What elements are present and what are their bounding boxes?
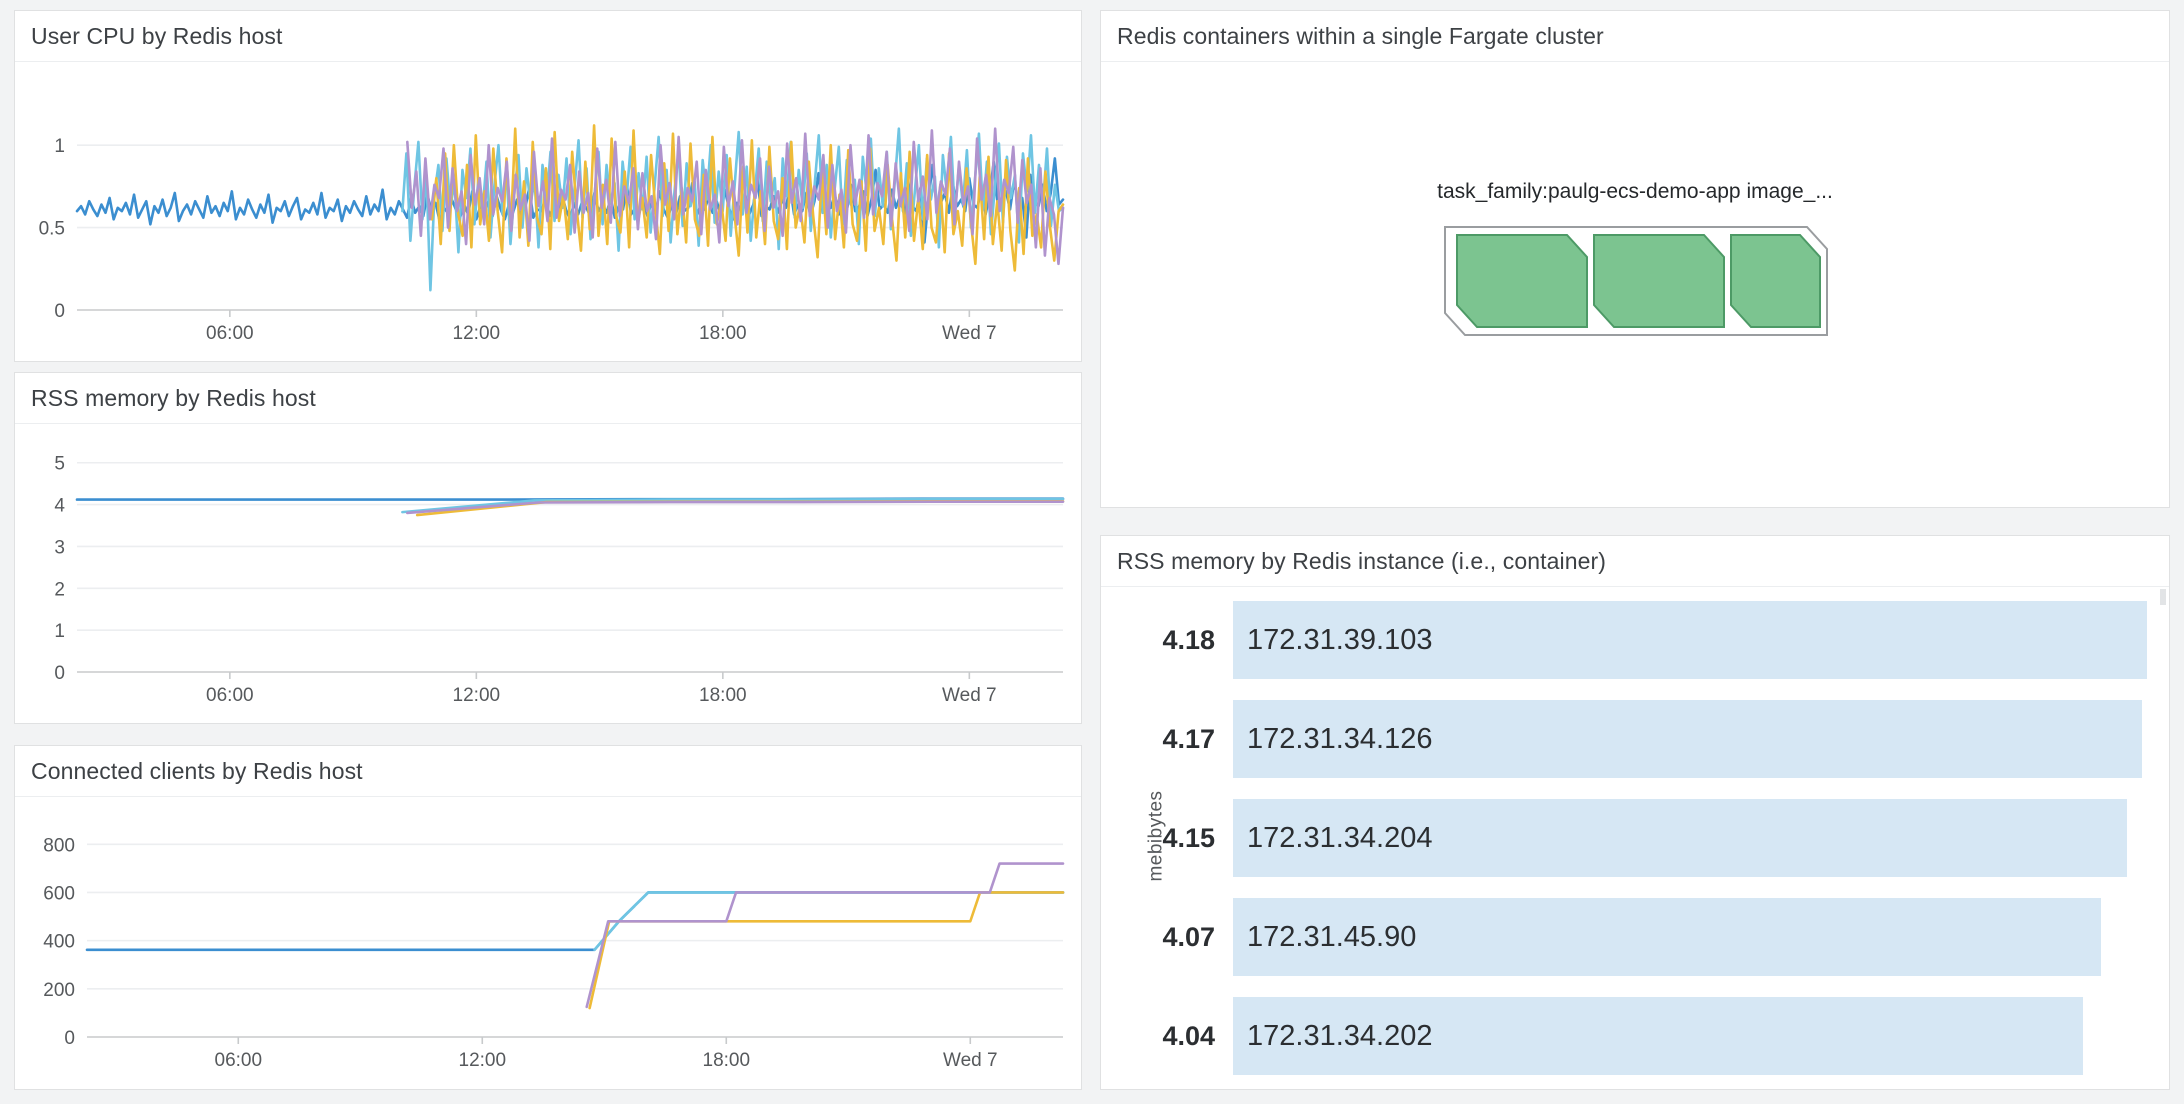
chart-body-connected-clients[interactable]: 0 200 400 600 800 06:00 12:00 18:00 Wed 7 bbox=[15, 797, 1081, 1089]
y-tick-label: 600 bbox=[43, 883, 75, 904]
y-tick-label: 0.5 bbox=[39, 219, 65, 240]
scrollbar-thumb[interactable] bbox=[2160, 589, 2166, 605]
y-tick-label: 400 bbox=[43, 932, 75, 953]
panel-title-rss-memory-instance: RSS memory by Redis instance (i.e., cont… bbox=[1101, 536, 2169, 587]
y-tick-label: 4 bbox=[54, 496, 65, 517]
barlist-value: 4.15 bbox=[1162, 822, 1215, 853]
y-tick-label: 800 bbox=[43, 835, 75, 856]
y-tick-label: 3 bbox=[54, 537, 65, 558]
panel-title-user-cpu: User CPU by Redis host bbox=[15, 11, 1081, 62]
panel-rss-memory-instance[interactable]: RSS memory by Redis instance (i.e., cont… bbox=[1100, 535, 2170, 1090]
barlist-value: 4.07 bbox=[1162, 921, 1215, 952]
y-tick-label: 1 bbox=[54, 621, 65, 642]
x-tick-label: 12:00 bbox=[453, 685, 501, 706]
hostmap-body[interactable]: task_family:paulg-ecs-demo-app image_... bbox=[1101, 62, 2169, 502]
x-tick-label: 12:00 bbox=[453, 323, 501, 344]
container-hexagons[interactable] bbox=[1435, 217, 1835, 347]
barlist-value: 4.04 bbox=[1162, 1020, 1215, 1051]
hostmap-group[interactable] bbox=[1435, 217, 1835, 352]
panel-rss-memory-host[interactable]: RSS memory by Redis host 0 1 2 3 4 5 06:00 12:0… bbox=[14, 372, 1082, 724]
panel-title-fargate-cluster: Redis containers within a single Fargate… bbox=[1101, 11, 2169, 62]
line-chart-connected-clients[interactable]: 0 200 400 600 800 06:00 12:00 18:00 Wed 7 bbox=[15, 797, 1081, 1089]
barlist-label: 172.31.34.126 bbox=[1247, 722, 1433, 755]
panel-fargate-cluster[interactable]: Redis containers within a single Fargate… bbox=[1100, 10, 2170, 508]
x-tick-label: 06:00 bbox=[206, 685, 254, 706]
y-tick-label: 0 bbox=[64, 1028, 75, 1049]
barlist-row[interactable]: 4.15 172.31.34.204 bbox=[1147, 799, 2147, 877]
barlist-bar[interactable]: 172.31.39.103 bbox=[1233, 601, 2147, 679]
barlist-track: 172.31.34.202 bbox=[1233, 997, 2147, 1075]
barlist-label: 172.31.34.202 bbox=[1247, 1019, 1433, 1052]
barlist-bar[interactable]: 172.31.34.126 bbox=[1233, 700, 2143, 778]
y-tick-label: 0 bbox=[54, 301, 65, 322]
panel-connected-clients[interactable]: Connected clients by Redis host 0 200 400 6… bbox=[14, 745, 1082, 1090]
series-line-4[interactable] bbox=[406, 500, 1065, 515]
hostmap-canvas[interactable]: task_family:paulg-ecs-demo-app image_... bbox=[1101, 62, 2169, 502]
series-line-2[interactable] bbox=[401, 497, 1065, 514]
barlist-row[interactable]: 4.04 172.31.34.202 bbox=[1147, 997, 2147, 1075]
container-hex-3[interactable] bbox=[1730, 234, 1821, 328]
barlist-track: 172.31.34.126 bbox=[1233, 700, 2147, 778]
x-tick-label: Wed 7 bbox=[942, 323, 997, 344]
barlist-value: 4.18 bbox=[1162, 624, 1215, 655]
series-line-3[interactable] bbox=[430, 124, 1065, 272]
line-chart-user-cpu[interactable]: 0 0.5 1 06:00 12:00 18:00 Wed 7 bbox=[15, 62, 1081, 362]
barlist-track: 172.31.34.204 bbox=[1233, 799, 2147, 877]
series-line-4[interactable] bbox=[406, 127, 1065, 266]
y-tick-label: 5 bbox=[54, 454, 65, 475]
barlist-row[interactable]: 4.18 172.31.39.103 bbox=[1147, 601, 2147, 679]
series-line-4[interactable] bbox=[585, 862, 1065, 1009]
barlist-rows[interactable]: 4.18 172.31.39.103 4.17 172.31.34.126 4.15 17… bbox=[1147, 601, 2147, 1075]
hostmap-group-label: task_family:paulg-ecs-demo-app image_... bbox=[1437, 180, 1833, 203]
barlist-row[interactable]: 4.17 172.31.34.126 bbox=[1147, 700, 2147, 778]
x-tick-label: 12:00 bbox=[459, 1050, 507, 1071]
barlist-label: 172.31.45.90 bbox=[1247, 920, 1417, 953]
x-tick-label: 18:00 bbox=[699, 685, 747, 706]
chart-body-rss-memory-host[interactable]: 0 1 2 3 4 5 06:00 12:00 18:00 Wed 7 bbox=[15, 424, 1081, 724]
panel-title-connected-clients: Connected clients by Redis host bbox=[15, 746, 1081, 797]
x-tick-label: 06:00 bbox=[215, 1050, 263, 1071]
barlist-bar[interactable]: 172.31.45.90 bbox=[1233, 898, 2102, 976]
panel-title-rss-memory-host: RSS memory by Redis host bbox=[15, 373, 1081, 424]
container-hex-2[interactable] bbox=[1593, 234, 1725, 328]
barlist-label: 172.31.34.204 bbox=[1247, 821, 1433, 854]
y-tick-label: 0 bbox=[54, 663, 65, 684]
barlist-track: 172.31.39.103 bbox=[1233, 601, 2147, 679]
x-tick-label: Wed 7 bbox=[943, 1050, 998, 1071]
panel-user-cpu[interactable]: User CPU by Redis host 0 0.5 1 06:00 12:00 18… bbox=[14, 10, 1082, 362]
x-tick-label: 06:00 bbox=[206, 323, 254, 344]
x-tick-label: Wed 7 bbox=[942, 685, 997, 706]
barlist-bar[interactable]: 172.31.34.204 bbox=[1233, 799, 2127, 877]
y-tick-label: 1 bbox=[54, 136, 65, 157]
barlist-value: 4.17 bbox=[1162, 723, 1215, 754]
y-tick-label: 2 bbox=[54, 579, 65, 600]
line-chart-rss-memory-host[interactable]: 0 1 2 3 4 5 06:00 12:00 18:00 Wed 7 bbox=[15, 424, 1081, 724]
barlist-row[interactable]: 4.07 172.31.45.90 bbox=[1147, 898, 2147, 976]
chart-body-user-cpu[interactable]: 0 0.5 1 06:00 12:00 18:00 Wed 7 bbox=[15, 62, 1081, 362]
container-hex-1[interactable] bbox=[1456, 234, 1588, 328]
barlist-label: 172.31.39.103 bbox=[1247, 623, 1433, 656]
barlist-track: 172.31.45.90 bbox=[1233, 898, 2147, 976]
series-line-3[interactable] bbox=[588, 891, 1065, 1010]
barlist-bar[interactable]: 172.31.34.202 bbox=[1233, 997, 2084, 1075]
x-tick-label: 18:00 bbox=[699, 323, 747, 344]
y-tick-label: 200 bbox=[43, 980, 75, 1001]
x-tick-label: 18:00 bbox=[703, 1050, 751, 1071]
